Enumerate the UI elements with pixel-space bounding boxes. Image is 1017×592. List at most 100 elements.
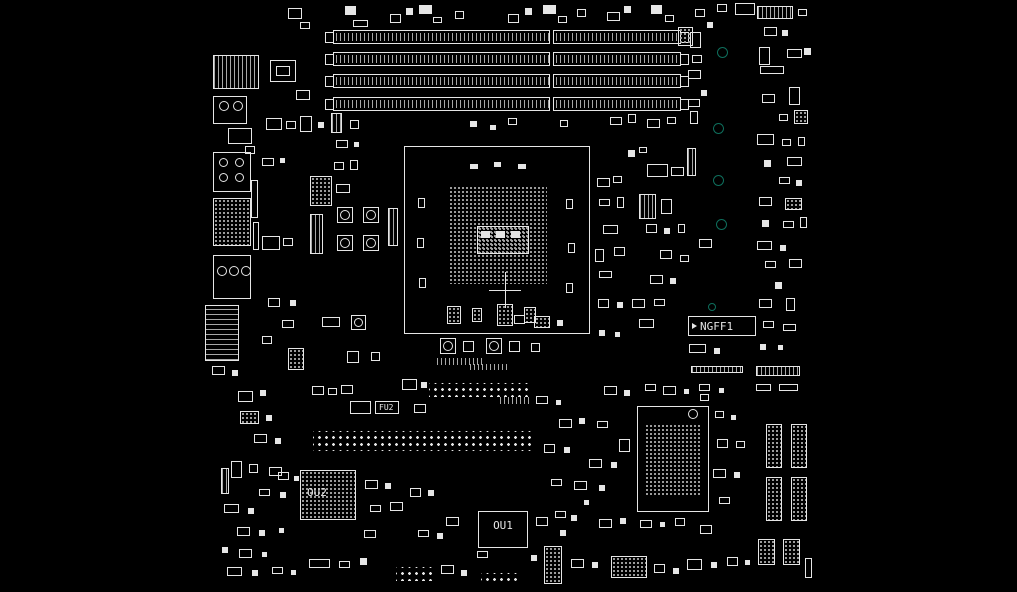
- test-pad: [496, 231, 505, 238]
- coil-circle: [489, 341, 499, 351]
- component: [699, 384, 710, 391]
- component: [262, 236, 280, 250]
- coil-circle: [340, 210, 350, 220]
- component: [237, 527, 250, 536]
- component: [805, 558, 812, 578]
- component: [764, 27, 777, 36]
- component: [700, 525, 712, 534]
- pad-array: [288, 348, 304, 370]
- component: [227, 567, 242, 576]
- component: [266, 118, 282, 130]
- component: [477, 551, 488, 558]
- test-pad: [778, 345, 783, 350]
- component: [598, 299, 609, 308]
- component: [300, 116, 312, 132]
- circle-pad: [241, 266, 251, 276]
- test-pad: [734, 472, 740, 478]
- circle-pad: [219, 101, 229, 111]
- test-pad: [511, 231, 520, 238]
- ngff1-label-text: NGFF1: [700, 319, 734, 333]
- component: [259, 489, 270, 496]
- coil-circle: [354, 318, 363, 327]
- inductor: [363, 235, 379, 251]
- component: [613, 176, 622, 183]
- component: [288, 8, 302, 19]
- test-pad: [222, 547, 228, 553]
- pad-array: [758, 539, 775, 565]
- component: [508, 118, 517, 125]
- circle-pad: [219, 173, 228, 182]
- component: [783, 221, 794, 228]
- test-pad: [419, 5, 432, 14]
- pad-array: [611, 556, 647, 578]
- pad-array: [477, 226, 529, 254]
- pin-header: [481, 573, 521, 585]
- test-pad: [719, 388, 724, 393]
- test-pad: [579, 418, 585, 424]
- component: [282, 320, 294, 328]
- pin-header: [429, 383, 529, 397]
- component: [414, 404, 426, 413]
- test-pad: [525, 8, 532, 15]
- connector: [221, 468, 229, 494]
- test-pad: [617, 302, 623, 308]
- pad-array: [213, 198, 251, 246]
- component: [727, 557, 738, 566]
- dimm-key-notch: [548, 52, 554, 66]
- component: [370, 505, 381, 512]
- circle-pad: [235, 173, 244, 182]
- dimm-latch-right: [680, 76, 689, 87]
- component: [787, 157, 802, 166]
- component: [213, 255, 251, 299]
- test-pad: [531, 555, 537, 561]
- component: [757, 134, 774, 145]
- pin-header: [396, 567, 434, 581]
- dimm-latch-left: [325, 99, 334, 110]
- component: [717, 4, 727, 12]
- inductor: [351, 315, 366, 330]
- test-pad: [557, 320, 563, 326]
- component: [571, 559, 584, 568]
- test-pad: [252, 570, 258, 576]
- component: [680, 255, 689, 262]
- component: [536, 517, 548, 526]
- test-pad: [262, 552, 267, 557]
- component: [347, 351, 359, 363]
- test-pad: [560, 530, 566, 536]
- test-pad: [624, 6, 631, 13]
- connector: [437, 358, 485, 365]
- component: [446, 517, 459, 526]
- ou2-chip: [300, 470, 356, 520]
- sata-connector: [791, 477, 807, 521]
- component: [599, 519, 612, 528]
- component: [757, 241, 772, 250]
- component: [269, 467, 282, 476]
- component: [654, 299, 665, 306]
- connector: [500, 397, 530, 404]
- component: [699, 239, 712, 248]
- test-pad: [762, 220, 769, 227]
- component: [300, 22, 310, 29]
- dimm-latch-left: [325, 54, 334, 65]
- mounting-hole: [708, 303, 716, 311]
- component: [599, 199, 610, 206]
- component: [660, 250, 672, 259]
- component: [647, 119, 660, 128]
- component: [251, 180, 258, 218]
- component: [789, 259, 802, 268]
- component: [417, 238, 424, 248]
- test-pad: [599, 485, 605, 491]
- component: [650, 275, 663, 284]
- dimm-slot-3: [325, 74, 689, 88]
- component: [719, 497, 730, 504]
- connector: [213, 55, 259, 89]
- test-pad: [711, 562, 717, 568]
- connector: [639, 194, 656, 219]
- test-pad: [481, 231, 490, 238]
- component: [597, 178, 610, 187]
- component: [678, 224, 685, 233]
- mounting-hole: [713, 123, 724, 134]
- component: [418, 530, 429, 537]
- component: [645, 384, 656, 391]
- pad-array: [447, 306, 461, 324]
